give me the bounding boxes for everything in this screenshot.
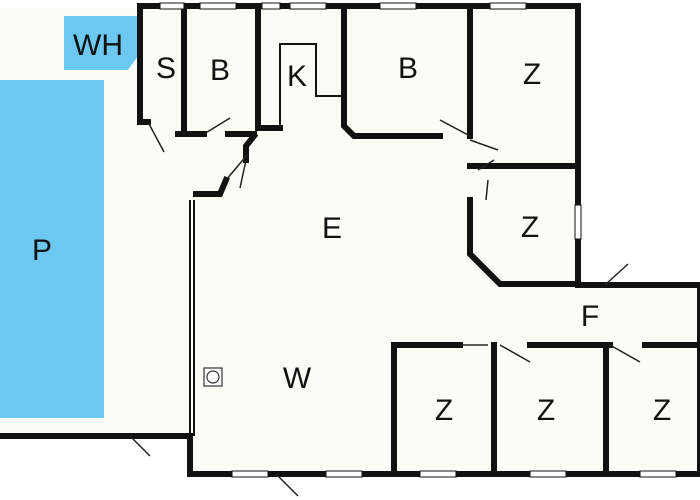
interior-walls <box>137 3 700 477</box>
floor-area <box>0 8 700 470</box>
room-label-s: S <box>156 52 176 85</box>
room-label-z2: Z <box>521 211 539 244</box>
room-label-e: E <box>322 212 342 245</box>
room-label-b1: B <box>210 54 230 87</box>
room-label-z5: Z <box>653 394 671 427</box>
room-label-z3: Z <box>435 394 453 427</box>
windows <box>159 2 677 478</box>
room-label-b2: B <box>398 52 418 85</box>
room-label-z4: Z <box>537 394 555 427</box>
room-label-z1: Z <box>523 58 541 91</box>
room-labels: WH P S B K B Z E Z F W Z Z Z <box>32 29 671 427</box>
room-label-wh: WH <box>73 29 123 62</box>
room-label-p: P <box>32 234 52 267</box>
stove-icon <box>203 367 223 387</box>
room-label-f: F <box>581 300 599 333</box>
doors <box>129 117 641 497</box>
whirlpool <box>64 16 138 70</box>
room-label-w: W <box>283 362 312 395</box>
pool <box>0 80 104 418</box>
room-label-k: K <box>287 60 307 93</box>
